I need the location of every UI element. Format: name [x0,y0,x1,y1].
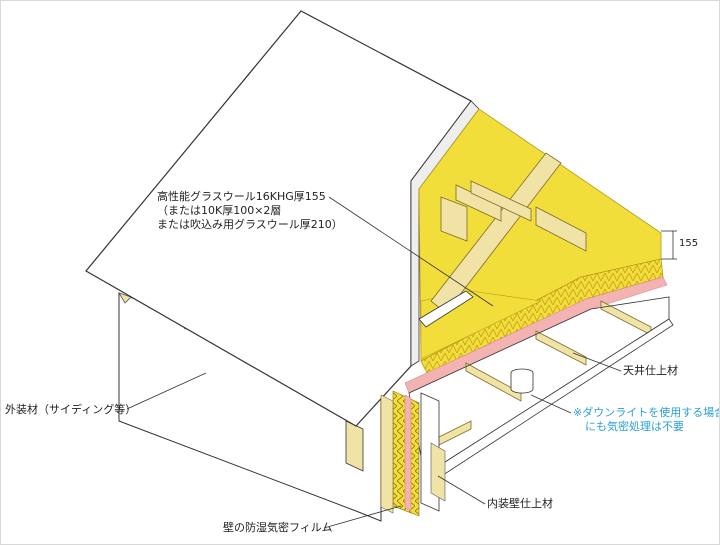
vapor-film-label: 壁の防湿気密フィルム [223,521,333,534]
ceiling-finish-label: 天井仕上材 [623,364,678,377]
roof-truss [430,152,587,314]
downlight-note-line2: にも気密処理は不要 [585,420,684,433]
exterior-cladding-label: 外装材（サイディング等） [5,403,137,416]
downlight [510,368,534,394]
leader-lines [126,196,622,529]
insulation-label-line3: または吹込み用グラスウール厚210） [157,218,343,231]
dimension-label: 155 [679,238,699,249]
eave-ventilation-board [418,290,474,328]
insulation-label-line2: （または10K厚100×2層 [157,204,282,217]
ceiling-joists [430,300,652,450]
interior-wall-finish-label: 内装壁仕上材 [487,497,553,510]
interior-wall-finish-board [430,442,446,502]
dimension-155 [661,230,677,260]
corner-trim [345,420,364,472]
downlight-note-line1: ※ダウンライトを使用する場合 [573,406,720,419]
insulation-label-line1: 高性能グラスウール16KHG厚155 [157,190,326,203]
wall-vapor-film [404,394,412,512]
wall-stud [380,394,394,514]
